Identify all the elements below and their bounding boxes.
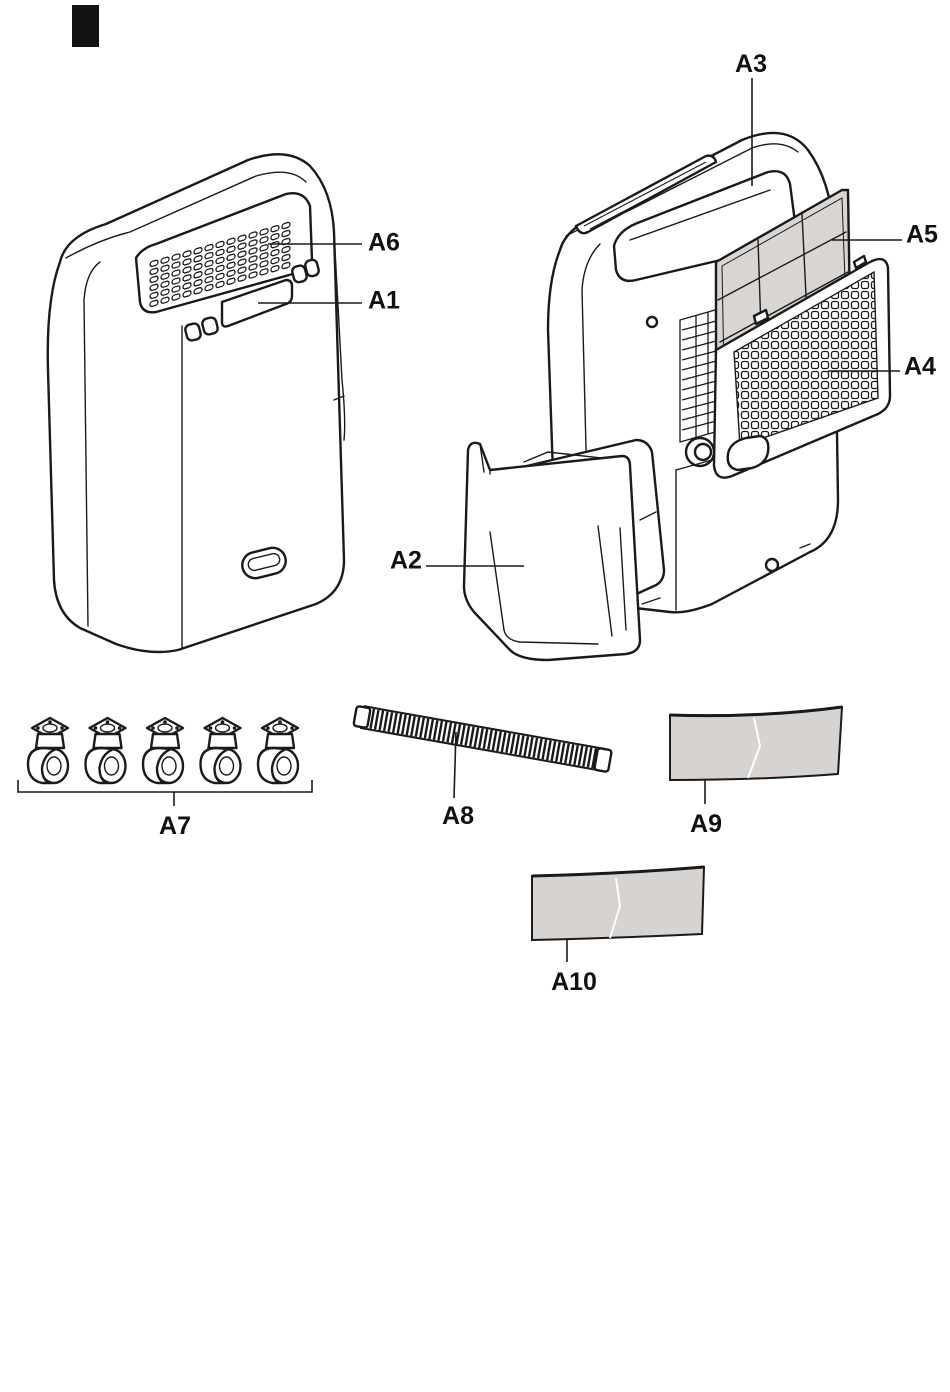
label-a2: A2 [390, 547, 422, 575]
label-a1: A1 [368, 287, 400, 315]
caster [258, 718, 298, 783]
dehumidifier-rear-view [464, 133, 890, 660]
caster [143, 718, 183, 783]
label-a8: A8 [442, 802, 474, 830]
label-a6: A6 [368, 229, 400, 257]
bag-a10 [532, 867, 704, 940]
caster [28, 718, 68, 783]
label-a3: A3 [735, 50, 767, 78]
drain-outlet [686, 438, 714, 466]
section-marker [72, 5, 99, 47]
bag-a9 [670, 707, 842, 780]
water-tank-a2 [464, 440, 664, 660]
control-button [304, 259, 320, 277]
control-button [184, 323, 201, 342]
drain-hose-a8 [353, 706, 611, 772]
caster [201, 718, 241, 783]
label-a5: A5 [906, 221, 938, 249]
label-a10: A10 [551, 968, 597, 996]
label-a9: A9 [690, 810, 722, 838]
dehumidifier-front-view [48, 154, 345, 652]
caster [86, 718, 126, 783]
casters-a7 [28, 718, 298, 783]
control-button [201, 317, 218, 336]
label-a4: A4 [904, 353, 936, 381]
label-a7: A7 [159, 812, 191, 840]
